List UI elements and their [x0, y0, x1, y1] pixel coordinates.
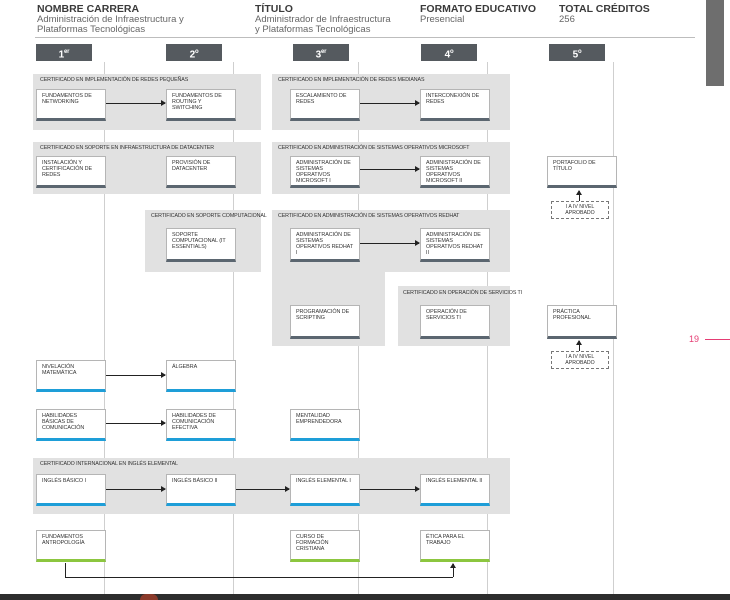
header-divider [35, 37, 695, 38]
requirement-english-level-practice: I A IV NIVEL APROBADO [551, 351, 609, 369]
course-portafolio-titulo: PORTAFOLIO DE TÍTULO [547, 156, 617, 188]
course-nivelacion-matematica: NIVELACIÓN MATEMÁTICA [36, 360, 106, 392]
requirement-arrow-up [576, 190, 582, 201]
page-number-rule [705, 339, 730, 340]
certificate-group-small-networks-label: CERTIFICADO EN IMPLEMENTACIÓN DE REDES P… [40, 77, 189, 83]
prerequisite-arrow [360, 486, 420, 492]
career-name-block: NOMBRE CARRERA Administración de Infraes… [37, 4, 184, 35]
semester-3-header: 3er SEMESTRE [293, 44, 349, 77]
connector-line [65, 563, 66, 577]
semester-4-header: 4o SEMESTRE [421, 44, 477, 77]
prerequisite-arrow [360, 100, 420, 106]
course-ingles-elemental-1: INGLÉS ELEMENTAL I [290, 474, 360, 506]
career-name-label: NOMBRE CARRERA [37, 3, 140, 15]
format-block: FORMATO EDUCATIVO Presencial [420, 4, 536, 25]
certificate-group-datacenter-label: CERTIFICADO EN SOPORTE EN INFRAESTRUCTUR… [40, 145, 214, 151]
certificate-group-computer-support-label: CERTIFICADO EN SOPORTE COMPUTACIONAL [151, 213, 267, 219]
course-escalamiento-redes: ESCALAMIENTO DE REDES [290, 89, 360, 121]
credits-label: TOTAL CRÉDITOS [559, 3, 650, 15]
course-mentalidad-emprendedora: MENTALIDAD EMPRENDEDORA [290, 409, 360, 441]
prerequisite-arrow [236, 486, 290, 492]
course-admin-redhat-1: ADMINISTRACIÓN DE SISTEMAS OPERATIVOS RE… [290, 228, 360, 262]
course-routing-switching: FUNDAMENTOS DE ROUTING Y SWITCHING [166, 89, 236, 121]
scrollbar-thumb[interactable] [706, 0, 724, 86]
requirement-arrow-up [576, 340, 582, 351]
certificate-group-medium-networks-label: CERTIFICADO EN IMPLEMENTACIÓN DE REDES M… [278, 77, 425, 83]
course-admin-microsoft-2: ADMINISTRACIÓN DE SISTEMAS OPERATIVOS MI… [420, 156, 490, 188]
semester-2-column-line [233, 62, 234, 594]
career-name-value-line1: Administración de Infraestructura y [37, 14, 184, 25]
course-soporte-computacional: SOPORTE COMPUTACIONAL (IT ESSENTIALS) [166, 228, 236, 262]
prerequisite-arrow-up [450, 563, 456, 577]
format-value: Presencial [420, 14, 465, 25]
connector-line [65, 577, 453, 578]
format-label: FORMATO EDUCATIVO [420, 3, 537, 15]
prerequisite-arrow [106, 372, 166, 378]
course-fundamentos-networking: FUNDAMENTOS DE NETWORKING [36, 89, 106, 121]
title-value-line2: y Plataformas Tecnológicas [255, 24, 371, 35]
bottom-toolbar [0, 594, 730, 600]
title-block: TÍTULO Administrador de Infraestructura … [255, 4, 391, 35]
requirement-english-level-portfolio: I A IV NIVEL APROBADO [551, 201, 609, 219]
certificate-group-redhat-label: CERTIFICADO EN ADMINISTRACIÓN DE SISTEMA… [278, 213, 460, 219]
course-etica-trabajo: ÉTICA PARA EL TRABAJO [420, 530, 490, 562]
course-admin-redhat-2: ADMINISTRACIÓN DE SISTEMAS OPERATIVOS RE… [420, 228, 490, 262]
prerequisite-arrow [360, 166, 420, 172]
course-programacion-scripting: PROGRAMACIÓN DE SCRIPTING [290, 305, 360, 339]
credits-value: 256 [559, 14, 575, 25]
prerequisite-arrow [106, 420, 166, 426]
semester-2-header: 2o SEMESTRE [166, 44, 222, 77]
title-value-line1: Administrador de Infraestructura [255, 14, 391, 25]
semester-5-header: 5o SEMESTRE [549, 44, 605, 77]
course-formacion-cristiana: CURSO DE FORMACIÓN CRISTIANA [290, 530, 360, 562]
credits-block: TOTAL CRÉDITOS 256 [559, 4, 650, 25]
course-ingles-elemental-2: INGLÉS ELEMENTAL II [420, 474, 490, 506]
course-habilidades-basicas-comunicacion: HABILIDADES BÁSICAS DE COMUNICACIÓN [36, 409, 106, 441]
semester-1-header: 1er SEMESTRE [36, 44, 92, 77]
course-operacion-servicios-ti: OPERACIÓN DE SERVICIOS TI [420, 305, 490, 339]
page-number: 19 [689, 334, 700, 344]
prerequisite-arrow [106, 486, 166, 492]
course-interconexion-redes: INTERCONEXIÓN DE REDES [420, 89, 490, 121]
course-algebra: ÁLGEBRA [166, 360, 236, 392]
course-ingles-basico-1: INGLÉS BÁSICO I [36, 474, 106, 506]
semester-1-column-line [104, 62, 105, 594]
certificate-group-microsoft-label: CERTIFICADO EN ADMINISTRACIÓN DE SISTEMA… [278, 145, 470, 151]
course-habilidades-comunicacion-efectiva: HABILIDADES DE COMUNICACIÓN EFECTIVA [166, 409, 236, 441]
course-provision-datacenter: PROVISIÓN DE DATACENTER [166, 156, 236, 188]
course-fundamentos-antropologia: FUNDAMENTOS ANTROPOLOGÍA [36, 530, 106, 562]
prerequisite-arrow [360, 240, 420, 246]
app-icon[interactable] [140, 594, 158, 600]
prerequisite-arrow [106, 100, 166, 106]
course-admin-microsoft-1: ADMINISTRACIÓN DE SISTEMAS OPERATIVOS MI… [290, 156, 360, 188]
course-practica-profesional: PRÁCTICA PROFESIONAL [547, 305, 617, 339]
career-name-value-line2: Plataformas Tecnológicas [37, 24, 146, 35]
certificate-group-english-label: CERTIFICADO INTERNACIONAL EN INGLÉS ELEM… [40, 461, 178, 467]
course-instalacion-certificacion-redes: INSTALACIÓN Y CERTIFICACIÓN DE REDES [36, 156, 106, 188]
certificate-group-it-services-label: CERTIFICADO EN OPERACIÓN DE SERVICIOS TI [403, 290, 523, 296]
course-ingles-basico-2: INGLÉS BÁSICO II [166, 474, 236, 506]
title-label: TÍTULO [255, 3, 293, 15]
